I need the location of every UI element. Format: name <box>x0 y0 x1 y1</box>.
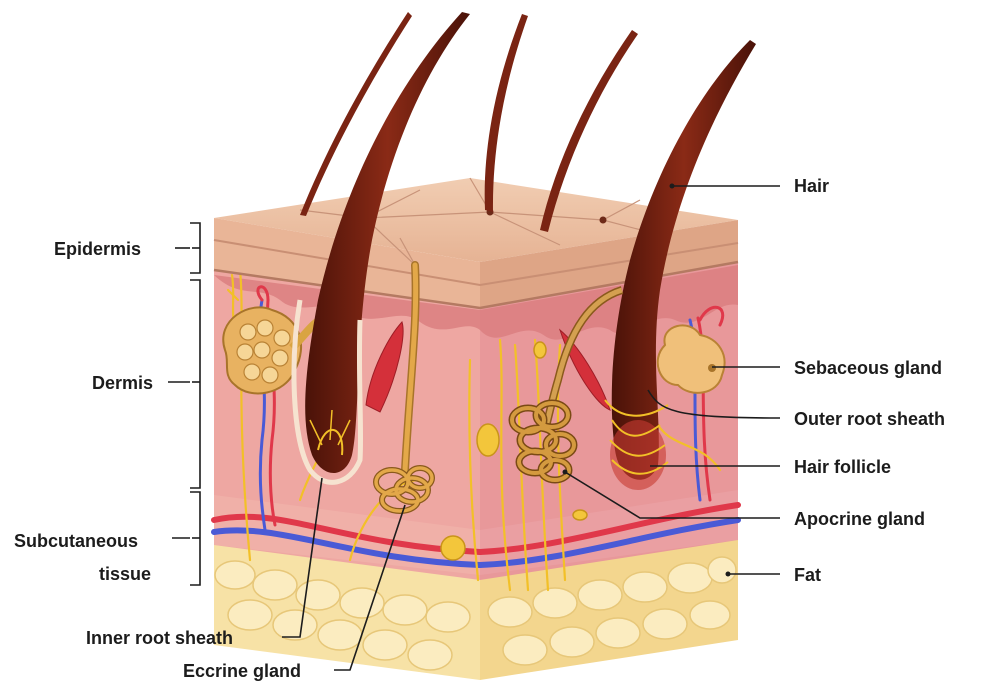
eccrine-gland-label: Eccrine gland <box>183 661 301 681</box>
hair-label: Hair <box>794 176 829 196</box>
epidermis-label: Epidermis <box>54 239 141 259</box>
dermis-label: Dermis <box>92 373 153 393</box>
apocrine-gland-label: Apocrine gland <box>794 509 925 529</box>
fat-label: Fat <box>794 565 821 585</box>
hair-follicle-label: Hair follicle <box>794 457 891 477</box>
subcutaneous-label-line2: tissue <box>99 564 151 584</box>
subcutaneous-label-line1: Subcutaneous <box>14 531 138 551</box>
sebaceous-gland-label: Sebaceous gland <box>794 358 942 378</box>
outer-root-sheath-label: Outer root sheath <box>794 409 945 429</box>
hair-shaft-middle <box>485 14 528 212</box>
layer-brackets <box>168 223 200 585</box>
inner-root-sheath-label: Inner root sheath <box>86 628 233 648</box>
dermis-bracket <box>190 280 200 488</box>
